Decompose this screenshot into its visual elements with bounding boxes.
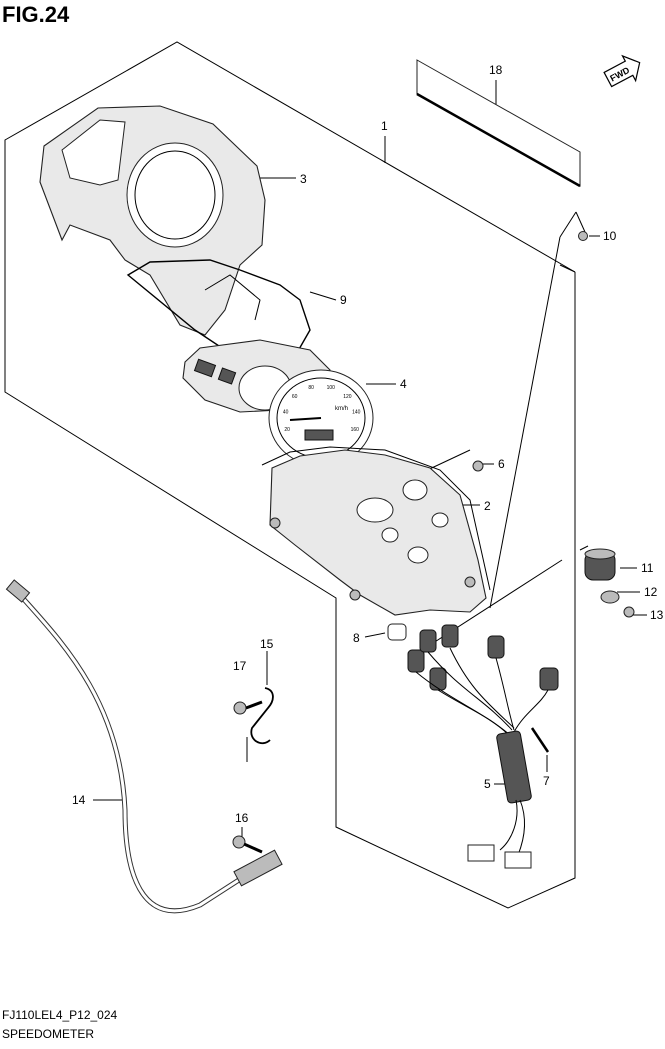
gauge-tick-label: 20 xyxy=(284,427,290,433)
callout-18: 18 xyxy=(489,63,503,77)
callout-labels: 1 2 3 4 5 6 7 8 9 10 11 12 13 14 15 16 1… xyxy=(72,63,664,825)
part-5-wiring-harness xyxy=(407,624,559,869)
callout-13: 13 xyxy=(650,608,664,622)
part-8-bulb xyxy=(387,623,407,641)
part-14-speedometer-cable xyxy=(5,579,283,914)
part-15-clamp xyxy=(250,687,274,745)
gauge-tick-label: 160 xyxy=(351,427,360,433)
gauge-tick-label: 40 xyxy=(283,410,289,416)
part-12-washer xyxy=(600,590,620,604)
assembly-outline xyxy=(4,41,576,909)
part-7-screw xyxy=(530,727,550,753)
part-3-meter-cover xyxy=(39,105,266,336)
gauge-ticks: 20 40 60 80 100 120 140 160 xyxy=(283,385,361,433)
fwd-arrow-icon: FWD xyxy=(603,54,641,88)
part-4-dial-face: km/h 20 40 60 80 100 120 140 160 xyxy=(182,339,374,467)
part-16-bolt xyxy=(232,835,263,854)
callout-4: 4 xyxy=(400,377,407,391)
gauge-tick-label: 100 xyxy=(327,385,336,391)
part-13-bolt xyxy=(623,606,635,618)
figure-title: FIG.24 xyxy=(2,2,70,27)
figure-name: SPEEDOMETER xyxy=(2,1027,95,1041)
figure-code: FJ110LEL4_P12_024 xyxy=(2,1008,118,1022)
part-2-meter-case xyxy=(261,446,491,616)
callout-9: 9 xyxy=(340,293,347,307)
callout-6: 6 xyxy=(498,457,505,471)
part-6-screw xyxy=(472,460,484,472)
gauge-tick-label: 120 xyxy=(343,394,352,400)
callout-10: 10 xyxy=(603,229,617,243)
callout-7: 7 xyxy=(543,774,550,788)
callout-16: 16 xyxy=(235,811,249,825)
callout-17: 17 xyxy=(233,659,247,673)
part-11-grommet xyxy=(584,548,616,581)
part-17-bolt xyxy=(233,700,263,715)
gauge-tick-label: 140 xyxy=(352,410,361,416)
callout-12: 12 xyxy=(644,585,658,599)
callout-3: 3 xyxy=(300,172,307,186)
callout-5: 5 xyxy=(484,777,491,791)
callout-1: 1 xyxy=(381,119,388,133)
gauge-unit: km/h xyxy=(335,406,348,412)
gauge-tick-label: 80 xyxy=(308,385,314,391)
part-10-screw xyxy=(578,231,588,241)
callout-8: 8 xyxy=(353,631,360,645)
callout-14: 14 xyxy=(72,793,86,807)
callout-2: 2 xyxy=(484,499,491,513)
callout-15: 15 xyxy=(260,637,274,651)
part-18-label-strip xyxy=(416,59,581,187)
callout-11: 11 xyxy=(641,561,654,575)
gauge-tick-label: 60 xyxy=(292,394,298,400)
